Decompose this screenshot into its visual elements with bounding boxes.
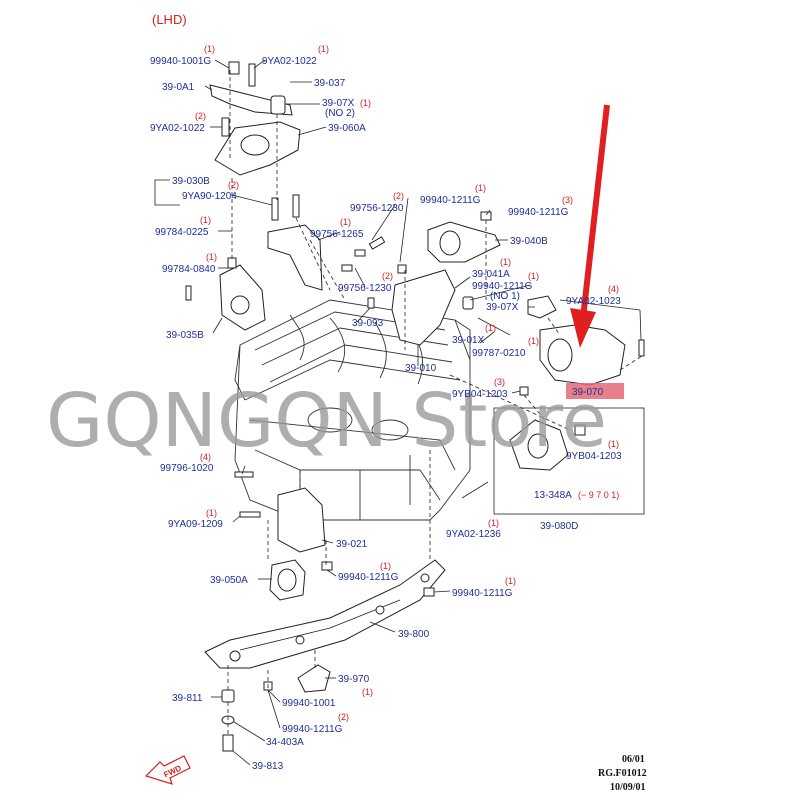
- qty-label: (1): [200, 215, 211, 225]
- part-label[interactable]: 99787-0210: [472, 348, 526, 359]
- part-label[interactable]: 99940-1211G: [452, 588, 513, 599]
- bracket-39-021[interactable]: [277, 487, 326, 553]
- qty-label: (1): [505, 576, 516, 586]
- part-label[interactable]: 39-060A: [328, 123, 366, 134]
- qty-label: (1): [380, 561, 391, 571]
- part-label[interactable]: 39-010: [405, 363, 437, 374]
- highlight-39-070: [566, 383, 624, 399]
- part-label[interactable]: 39-021: [336, 539, 368, 550]
- part-label[interactable]: 39-093: [352, 318, 384, 329]
- part-label[interactable]: 99756-1230: [350, 203, 404, 214]
- part-label[interactable]: (NO 1): [490, 291, 520, 302]
- part-label[interactable]: 39-041A: [472, 269, 510, 280]
- qty-label: (1): [488, 518, 499, 528]
- part-label[interactable]: 99796-1020: [160, 463, 214, 474]
- qty-label: (− 9 7 0 1): [578, 490, 619, 500]
- qty-label: (2): [195, 111, 206, 121]
- qty-label: (1): [206, 252, 217, 262]
- red-arrow: [570, 104, 610, 348]
- part-label[interactable]: 99756-1265: [310, 229, 364, 240]
- watermark: GQNGQN Store: [46, 378, 607, 464]
- reference-code: 06/01 RG.F01012 10/09/01: [598, 754, 647, 793]
- part-label[interactable]: 99940-1001: [282, 698, 336, 709]
- inset-box-39-080D: [493, 407, 645, 515]
- part-label[interactable]: 39-035B: [166, 330, 204, 341]
- qty-label: (1): [360, 98, 371, 108]
- part-label[interactable]: 39-080D: [540, 521, 578, 532]
- part-label[interactable]: 99940-1211G: [420, 195, 481, 206]
- part-label[interactable]: 9YB04-1203: [566, 451, 622, 462]
- qty-label: (3): [562, 195, 573, 205]
- part-label[interactable]: (NO 2): [325, 108, 355, 119]
- qty-label: (1): [206, 508, 217, 518]
- part-label[interactable]: 99784-0840: [162, 264, 216, 275]
- bracket-39-010[interactable]: [391, 269, 456, 346]
- bracket-39-030B[interactable]: [267, 224, 323, 291]
- part-label[interactable]: 99940-1001G: [150, 56, 211, 67]
- bushing-39-07X-no2[interactable]: [270, 95, 286, 115]
- part-label[interactable]: 39-050A: [210, 575, 248, 586]
- part-label[interactable]: 9YA02-1022: [150, 123, 205, 134]
- qty-label: (1): [362, 687, 373, 697]
- qty-label: (2): [228, 180, 239, 190]
- part-label[interactable]: 39-813: [252, 761, 284, 772]
- part-label[interactable]: 39-01X: [452, 335, 485, 346]
- qty-label: (4): [608, 284, 619, 294]
- svg-text:06/01: 06/01: [622, 754, 645, 765]
- part-labels: 99940-1001G (1) 9YA02-1022 (1) 39-0A1 39…: [150, 44, 622, 772]
- part-label[interactable]: 9YA02-1236: [446, 529, 501, 540]
- part-label[interactable]: 39-037: [314, 78, 346, 89]
- qty-label: (1): [608, 439, 619, 449]
- qty-label: (4): [200, 452, 211, 462]
- part-label[interactable]: 99784-0225: [155, 227, 209, 238]
- qty-label: (1): [485, 323, 496, 333]
- part-label[interactable]: 39-030B: [172, 176, 210, 187]
- part-label[interactable]: 99940-1211G: [282, 724, 343, 735]
- qty-label: (1): [500, 257, 511, 267]
- part-label[interactable]: 99940-1211G: [338, 572, 399, 583]
- part-label[interactable]: 39-070: [572, 387, 604, 398]
- qty-label: (1): [340, 217, 351, 227]
- svg-text:RG.F01012: RG.F01012: [598, 768, 647, 779]
- part-label[interactable]: 39-970: [338, 674, 370, 685]
- qty-label: (2): [382, 271, 393, 281]
- part-label[interactable]: 99756-1230: [338, 283, 392, 294]
- qty-label: (3): [494, 377, 505, 387]
- qty-label: (1): [204, 44, 215, 54]
- variant-label: (LHD): [152, 12, 187, 27]
- part-label[interactable]: 34-403A: [266, 737, 304, 748]
- part-label[interactable]: 39-07X: [486, 302, 519, 313]
- part-label[interactable]: 99940-1211G: [508, 207, 569, 218]
- part-label[interactable]: 9YA02-1022: [262, 56, 317, 67]
- part-label[interactable]: 39-040B: [510, 236, 548, 247]
- bracket-39-970[interactable]: [297, 664, 331, 693]
- part-label[interactable]: 99940-1211G: [472, 281, 533, 292]
- part-label[interactable]: 9YA90-1204: [182, 191, 237, 202]
- qty-label: (1): [318, 44, 329, 54]
- part-label[interactable]: 39-811: [172, 693, 203, 704]
- svg-text:10/09/01: 10/09/01: [610, 782, 646, 793]
- part-label[interactable]: 9YA02-1023: [566, 296, 621, 307]
- part-label[interactable]: 13-348A: [534, 490, 572, 501]
- part-label[interactable]: 39-800: [398, 629, 430, 640]
- qty-label: (1): [528, 336, 539, 346]
- part-label[interactable]: 9YB04-1203: [452, 389, 508, 400]
- leader-lines: [154, 59, 643, 766]
- qty-label: (2): [338, 712, 349, 722]
- crossmember-39-800[interactable]: [204, 559, 446, 669]
- parts-group: [185, 61, 645, 752]
- part-label[interactable]: 9YA09-1209: [168, 519, 223, 530]
- part-label[interactable]: 39-07X: [322, 98, 355, 109]
- qty-label: (1): [528, 271, 539, 281]
- qty-label: (2): [393, 191, 404, 201]
- forward-arrow-icon: FWD: [144, 755, 191, 785]
- mount-39-040B[interactable]: [427, 221, 501, 263]
- part-label[interactable]: 39-0A1: [162, 82, 195, 93]
- qty-label: (1): [475, 183, 486, 193]
